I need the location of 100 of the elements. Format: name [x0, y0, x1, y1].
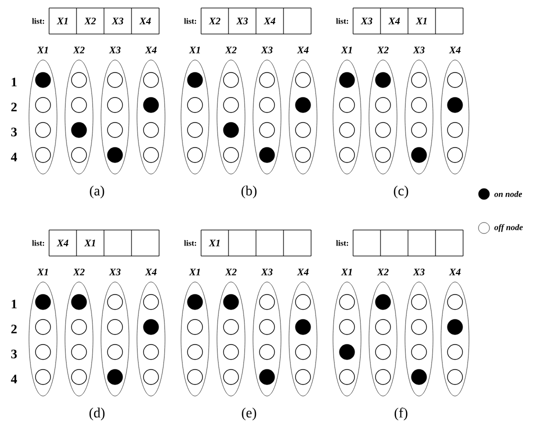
open-circle	[259, 122, 275, 138]
open-circle	[71, 97, 87, 113]
column-label: X4	[144, 46, 157, 54]
row-number: 1	[12, 300, 17, 308]
open-circle	[35, 319, 51, 335]
filled-circle	[71, 294, 87, 310]
panel-label: (b)	[241, 186, 257, 198]
column-label: X3	[260, 46, 273, 54]
list-cell: X4	[48, 230, 77, 256]
open-circle	[187, 319, 203, 335]
row-number: 3	[11, 128, 17, 136]
open-circle	[375, 369, 391, 385]
filled-circle	[35, 294, 51, 310]
open-circle	[35, 147, 51, 163]
column-label: X3	[108, 268, 121, 276]
row-number: 1	[12, 78, 17, 86]
open-circle	[339, 122, 355, 138]
row-number: 4	[10, 152, 17, 162]
open-circle	[143, 147, 159, 163]
open-circle	[411, 97, 427, 113]
open-circle	[259, 97, 275, 113]
legend-text: on node	[494, 191, 522, 197]
open-circle	[375, 97, 391, 113]
filled-circle	[35, 72, 51, 88]
open-circle	[295, 72, 311, 88]
filled-circle	[295, 319, 311, 335]
open-circle	[295, 294, 311, 310]
open-circle	[187, 122, 203, 138]
empty-list-cell	[435, 8, 464, 34]
filled-circle	[71, 122, 87, 138]
open-circle	[223, 147, 239, 163]
open-circle	[339, 369, 355, 385]
open-circle	[107, 344, 123, 360]
list-cell: X3	[104, 8, 132, 34]
empty-list-cell	[228, 230, 256, 256]
column-label: X1	[340, 268, 352, 276]
column-label: X4	[448, 268, 461, 276]
open-circle	[339, 294, 355, 310]
empty-list-cell	[131, 230, 160, 256]
open-circle	[35, 344, 51, 360]
filled-circle	[339, 72, 355, 88]
filled-circle	[107, 369, 123, 385]
list-cell: X4	[131, 8, 160, 34]
open-circle	[259, 72, 275, 88]
empty-list-cell	[380, 230, 408, 256]
row-number: 2	[11, 102, 17, 112]
open-circle	[339, 147, 355, 163]
open-circle	[295, 122, 311, 138]
open-circle	[295, 344, 311, 360]
empty-list-cell	[283, 8, 312, 34]
open-circle	[411, 294, 427, 310]
list-cell: X2	[200, 8, 229, 34]
open-circle	[187, 344, 203, 360]
column-label: X3	[260, 268, 273, 276]
list-cell: X1	[48, 8, 77, 34]
list-cell: X4	[256, 8, 284, 34]
filled-circle	[447, 97, 463, 113]
filled-circle	[339, 344, 355, 360]
open-circle	[447, 369, 463, 385]
open-circle	[295, 147, 311, 163]
open-circle	[143, 369, 159, 385]
list-cell: X1	[200, 230, 229, 256]
open-circle	[187, 97, 203, 113]
column-label: X2	[72, 268, 85, 276]
open-circle	[107, 122, 123, 138]
empty-list-cell	[352, 230, 381, 256]
column-label: X4	[448, 46, 461, 54]
empty-list-cell	[104, 230, 132, 256]
empty-list-cell	[435, 230, 464, 256]
open-circle	[143, 122, 159, 138]
open-circle	[187, 369, 203, 385]
filled-circle	[107, 147, 123, 163]
open-circle	[71, 369, 87, 385]
column-label: X1	[188, 268, 200, 276]
filled-circle	[375, 294, 391, 310]
list-cell: X1	[408, 8, 436, 34]
column-label: X3	[412, 46, 425, 54]
filled-circle	[187, 72, 203, 88]
open-circle	[411, 72, 427, 88]
open-circle	[223, 72, 239, 88]
column-label: X2	[224, 268, 237, 276]
panel-label: (d)	[89, 408, 105, 420]
legend-text: off node	[494, 224, 523, 232]
open-circle	[375, 344, 391, 360]
open-circle	[295, 369, 311, 385]
open-circle	[71, 72, 87, 88]
open-circle	[107, 97, 123, 113]
open-circle	[187, 147, 203, 163]
column-label: X4	[144, 268, 157, 276]
list-cell: X1	[76, 230, 104, 256]
filled-circle	[411, 369, 427, 385]
panel-label: (c)	[394, 186, 408, 198]
open-circle	[223, 319, 239, 335]
panel-label: (f)	[394, 408, 408, 420]
row-number: 4	[10, 374, 17, 384]
open-circle	[447, 72, 463, 88]
open-circle	[411, 344, 427, 360]
list-cell: X4	[380, 8, 408, 34]
filled-circle	[259, 147, 275, 163]
open-circle	[107, 294, 123, 310]
